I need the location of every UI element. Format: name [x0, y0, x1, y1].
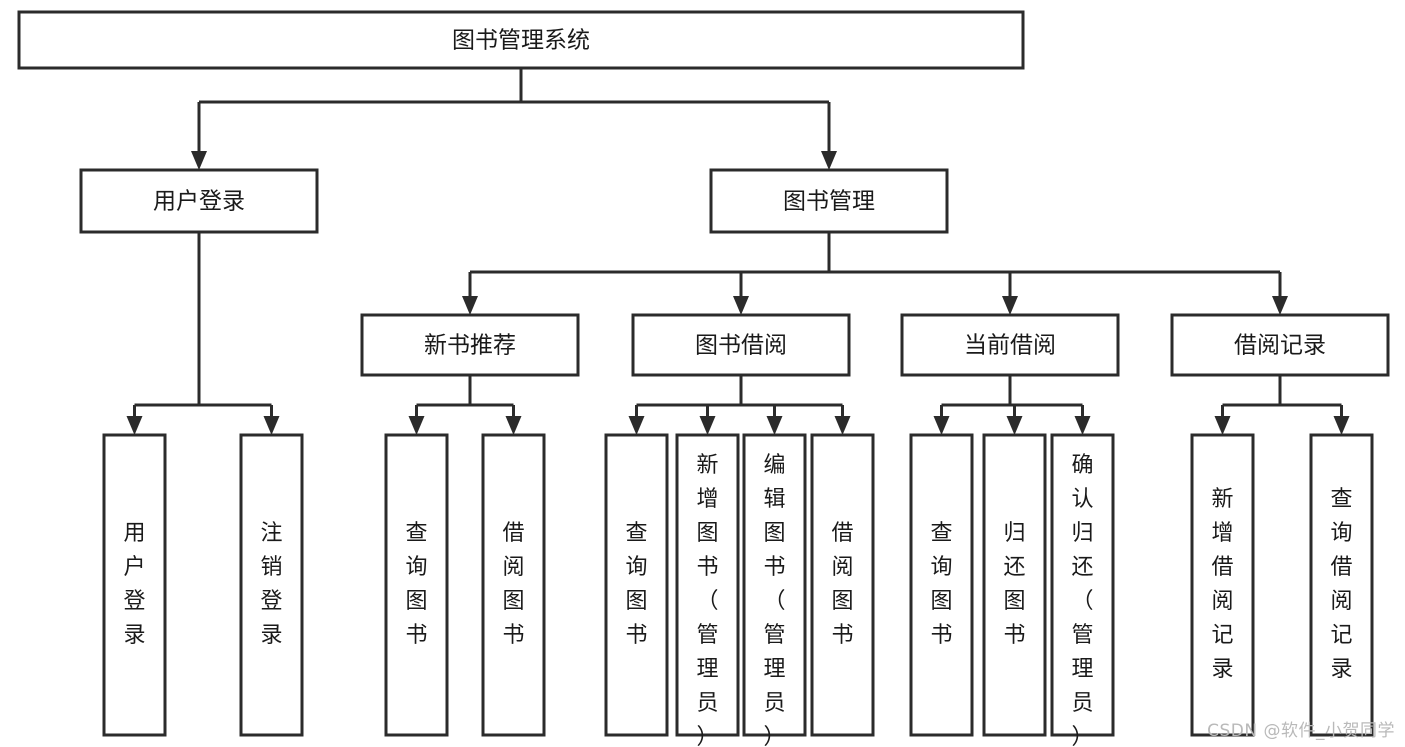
arrow-head-icon — [699, 416, 716, 435]
node-box — [1309, 433, 1374, 737]
node-label: 用户登录 — [153, 189, 245, 215]
node-label: 借阅图书 — [502, 521, 524, 648]
arrow-head-icon — [462, 296, 478, 315]
node-box — [239, 433, 304, 737]
node-book-borrow: 图书借阅 — [631, 313, 851, 377]
node-book-manage: 图书管理 — [709, 168, 949, 234]
node-box — [1170, 313, 1390, 377]
node-label: 注销登录 — [260, 521, 282, 648]
node-label: 新增图书（管理员） — [696, 453, 718, 747]
node-box — [79, 168, 319, 234]
arrow-head-icon — [834, 416, 851, 435]
node-borrow-record: 借阅记录 — [1170, 313, 1390, 377]
node-leaf-return-book: 归还图书 — [982, 433, 1047, 737]
node-box — [481, 433, 546, 737]
node-box — [900, 313, 1120, 377]
node-label: 图书管理系统 — [452, 28, 590, 54]
arrow-head-icon — [263, 416, 280, 435]
arrow-head-icon — [1074, 416, 1091, 435]
node-label: 归还图书 — [1003, 521, 1025, 648]
node-box — [384, 433, 449, 737]
node-leaf-query-record: 查询借阅记录 — [1309, 433, 1374, 737]
node-label: 用户登录 — [123, 521, 145, 648]
node-label: 查询图书 — [625, 521, 647, 648]
node-box — [360, 313, 580, 377]
node-box — [982, 433, 1047, 737]
node-label: 借阅记录 — [1234, 333, 1326, 359]
node-label: 借阅图书 — [831, 521, 853, 648]
arrow-head-icon — [933, 416, 950, 435]
node-leaf-borrow-book-rec: 借阅图书 — [481, 433, 546, 737]
node-leaf-query-book-bor: 查询图书 — [604, 433, 669, 737]
node-label: 编辑图书（管理员） — [763, 453, 785, 747]
node-root: 图书管理系统 — [17, 10, 1025, 70]
node-current-borrow: 当前借阅 — [900, 313, 1120, 377]
node-box — [709, 168, 949, 234]
arrow-head-icon — [505, 416, 522, 435]
node-box — [742, 433, 807, 737]
node-label: 新增借阅记录 — [1211, 487, 1233, 682]
node-box — [102, 433, 167, 737]
node-leaf-add-record: 新增借阅记录 — [1190, 433, 1255, 737]
node-label: 查询图书 — [405, 521, 427, 648]
watermark-text: CSDN @软件_小贺同学 — [1207, 721, 1395, 741]
arrow-head-icon — [1002, 296, 1018, 315]
node-leaf-confirm-return: 确认归还（管理员） — [1050, 433, 1115, 747]
node-box — [631, 313, 851, 377]
arrow-head-icon — [1214, 416, 1231, 435]
arrow-head-icon — [408, 416, 425, 435]
arrow-head-icon — [1006, 416, 1023, 435]
node-box — [1190, 433, 1255, 737]
node-box — [810, 433, 875, 737]
arrow-head-icon — [1272, 296, 1288, 315]
node-label: 图书管理 — [783, 189, 875, 215]
node-box — [1050, 433, 1115, 737]
node-leaf-logout: 注销登录 — [239, 433, 304, 737]
node-leaf-edit-book: 编辑图书（管理员） — [742, 433, 807, 747]
edge-layer — [126, 68, 1350, 435]
arrow-head-icon — [191, 151, 207, 170]
arrow-head-icon — [628, 416, 645, 435]
node-box — [675, 433, 740, 737]
node-label: 确认归还（管理员） — [1071, 453, 1093, 747]
node-box — [909, 433, 974, 737]
node-user-login: 用户登录 — [79, 168, 319, 234]
node-new-book-recommend: 新书推荐 — [360, 313, 580, 377]
node-box — [17, 10, 1025, 70]
arrow-head-icon — [1333, 416, 1350, 435]
node-label: 查询借阅记录 — [1330, 487, 1352, 682]
node-box — [604, 433, 669, 737]
node-label: 新书推荐 — [424, 333, 516, 359]
node-leaf-borrow-book-bor: 借阅图书 — [810, 433, 875, 737]
node-label: 图书借阅 — [695, 333, 787, 359]
arrow-head-icon — [821, 151, 837, 170]
node-leaf-query-book-cur: 查询图书 — [909, 433, 974, 737]
node-leaf-add-book: 新增图书（管理员） — [675, 433, 740, 747]
arrow-head-icon — [766, 416, 783, 435]
node-layer: 图书管理系统用户登录图书管理新书推荐图书借阅当前借阅借阅记录用户登录注销登录查询… — [17, 10, 1390, 747]
node-label: 当前借阅 — [964, 333, 1056, 359]
arrow-head-icon — [126, 416, 143, 435]
node-label: 查询图书 — [930, 521, 952, 648]
node-leaf-query-book-rec: 查询图书 — [384, 433, 449, 737]
node-leaf-user-login: 用户登录 — [102, 433, 167, 737]
arrow-head-icon — [733, 296, 749, 315]
